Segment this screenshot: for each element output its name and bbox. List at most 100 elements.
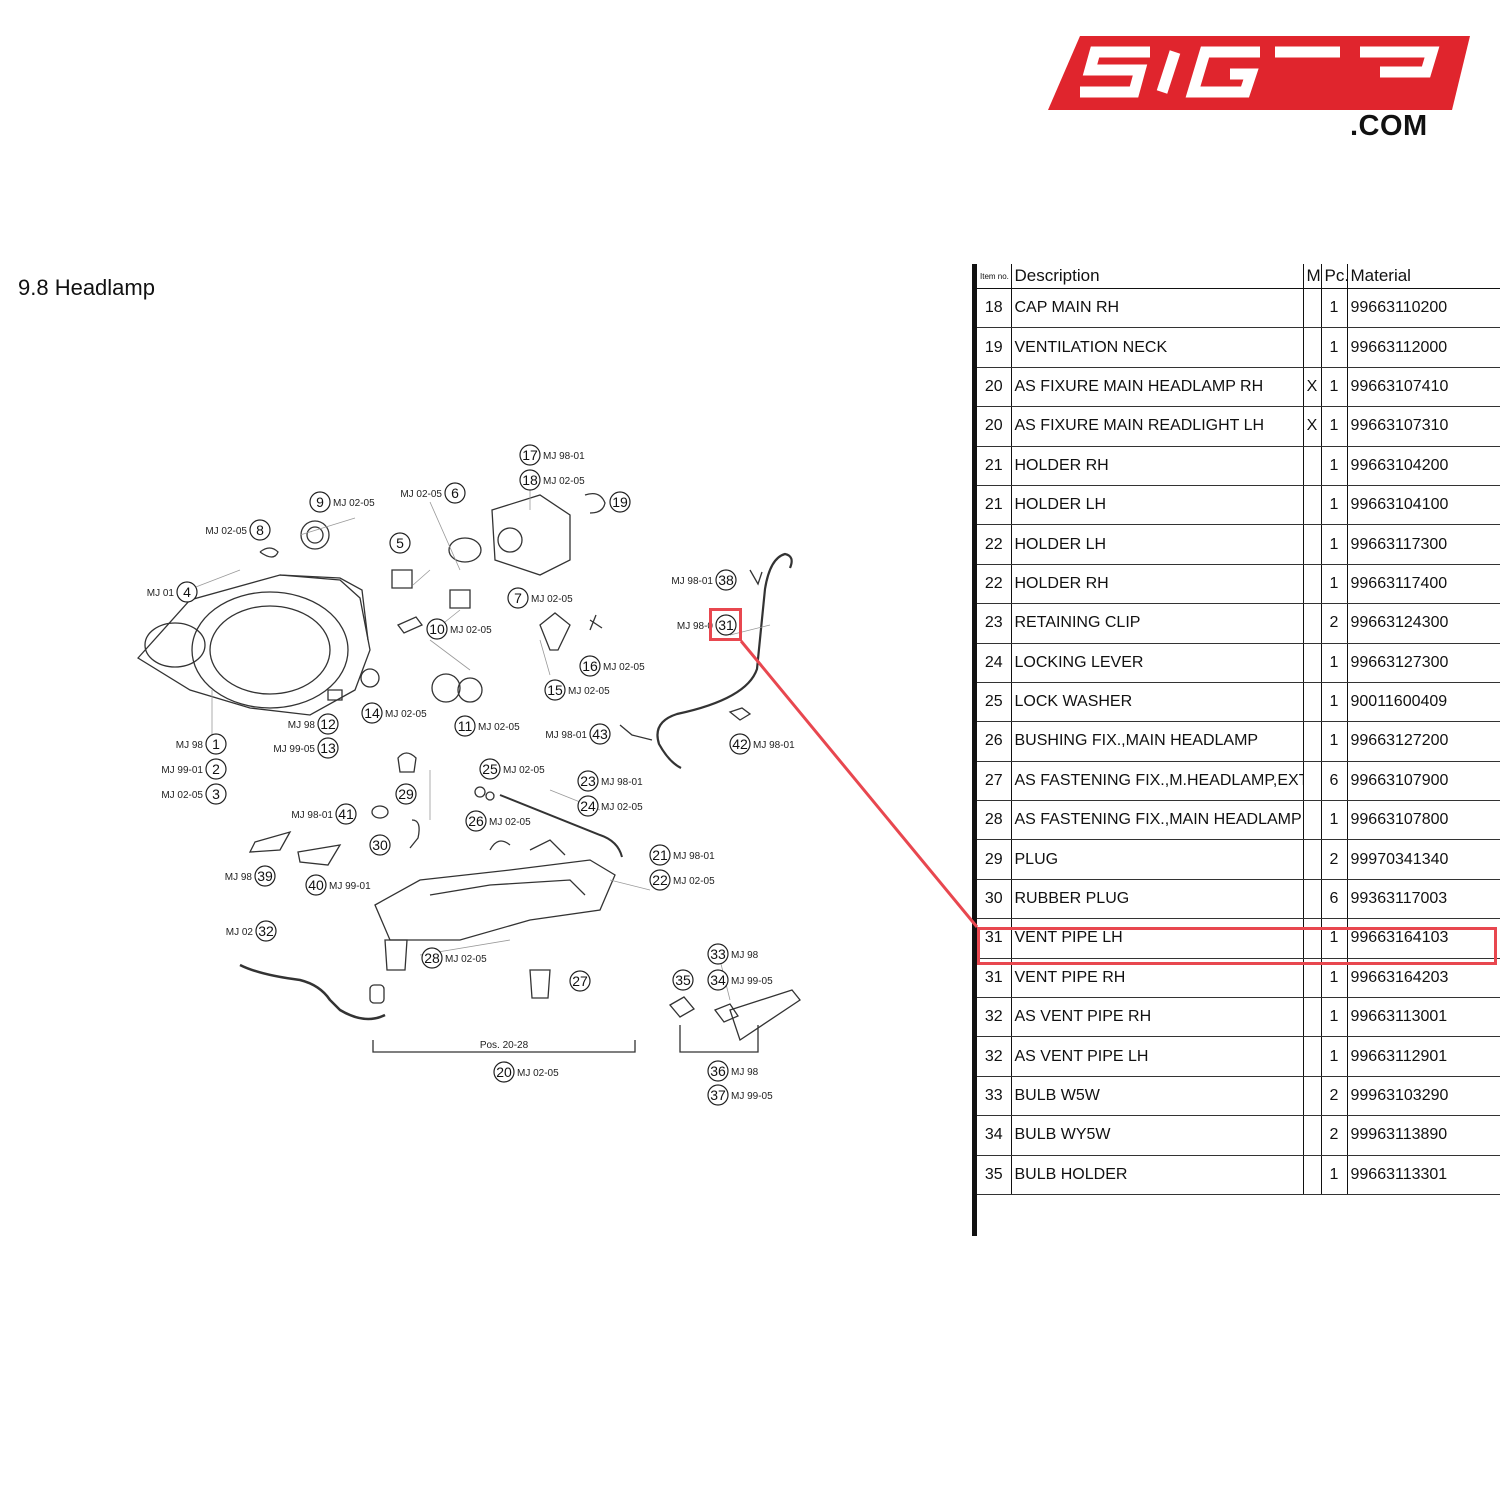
callout-circle [577, 770, 599, 792]
cell-material: 99663113301 [1347, 1155, 1500, 1195]
col-header-m: M [1303, 264, 1322, 289]
callout-5[interactable]: 5 [389, 532, 411, 554]
cell-m [1303, 839, 1322, 880]
callout-19[interactable]: 19 [609, 491, 631, 513]
callout-2[interactable]: 2MJ 99-01 [161, 758, 227, 780]
callout-number: 22 [652, 872, 668, 888]
callout-model-code: MJ 01 [147, 588, 175, 599]
cell-description: AS FASTENING FIX.,MAIN HEADLAMP [1011, 800, 1304, 841]
callout-model-code: MJ 02-05 [450, 625, 492, 636]
cell-description: BUSHING FIX.,MAIN HEADLAMP [1011, 721, 1304, 762]
callout-4[interactable]: 4MJ 01 [147, 581, 198, 603]
cell-description: RUBBER PLUG [1011, 879, 1304, 920]
callout-model-code: MJ 02-05 [161, 790, 203, 801]
callout-model-code: MJ 99-01 [161, 765, 203, 776]
highlight-callout-box [709, 608, 742, 641]
cell-material: 90011600409 [1347, 682, 1500, 723]
grille-39 [248, 830, 292, 853]
callout-number: 8 [256, 522, 264, 538]
callout-30[interactable]: 30 [369, 834, 391, 856]
cap-main-rh [491, 494, 571, 576]
cell-m [1303, 327, 1322, 368]
cell-m [1303, 879, 1322, 920]
callout-circle [649, 869, 671, 891]
callout-35[interactable]: 35 [672, 969, 694, 991]
site-logo[interactable]: .COM [1040, 30, 1480, 155]
callout-3[interactable]: 3MJ 02-05 [161, 783, 227, 805]
callout-circle [544, 679, 566, 701]
callout-27[interactable]: 27 [569, 970, 591, 992]
callout-6[interactable]: 6MJ 02-05 [400, 482, 466, 504]
cell-description: BULB W5W [1011, 1076, 1304, 1117]
callout-8[interactable]: 8 MJ 02-05 [205, 519, 271, 541]
callout-circle [249, 519, 271, 541]
cell-item-no: 18 [977, 288, 1012, 329]
cell-pc: 1 [1321, 1036, 1348, 1077]
callout-29[interactable]: 29 [395, 783, 417, 805]
cell-material: 99663107410 [1347, 367, 1500, 408]
callout-number: 35 [675, 972, 691, 988]
callout-model-code: MJ 98-01 [545, 730, 587, 741]
callout-model-code: MJ 02-05 [205, 526, 247, 537]
cell-item-no: 20 [977, 367, 1012, 408]
callout-number: 6 [451, 485, 459, 501]
cell-material: 99663164103 [1347, 918, 1500, 959]
callout-1[interactable]: 1MJ 98 [176, 733, 227, 755]
